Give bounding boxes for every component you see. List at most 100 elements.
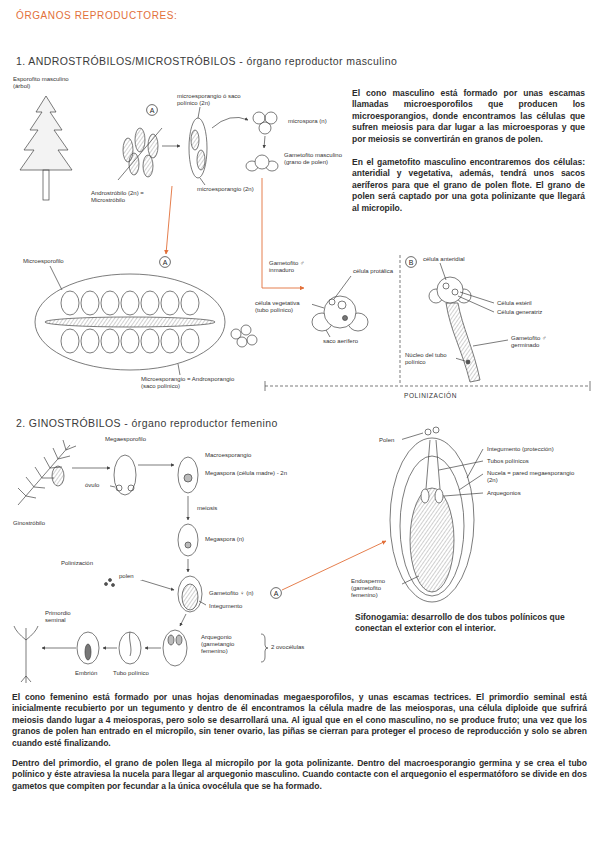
part-label: Macroesporangio: [204, 452, 276, 459]
female-illustration: [119, 632, 141, 664]
female-illustration: [188, 559, 189, 572]
body-paragraph: Dentro del primordio, el grano de polen …: [12, 758, 587, 792]
male-illustration: [43, 170, 49, 200]
section-heading: 1. ANDROSTRÓBILOS/MICROSTRÓBILOS - órgan…: [16, 55, 397, 67]
part-label: Arquegonio (gametangio femenino): [200, 634, 260, 655]
female-illustration: [14, 427, 483, 683]
male-illustration: [458, 296, 494, 312]
female-illustration: [400, 433, 423, 440]
male-illustration: [264, 136, 265, 148]
male-illustration: [446, 303, 480, 382]
part-label: Embrión: [74, 670, 106, 677]
callout-letter: A: [270, 590, 282, 597]
male-illustration: [197, 150, 205, 170]
male-illustration: [143, 155, 153, 177]
female-illustration: [459, 474, 483, 490]
male-illustration: [135, 128, 145, 152]
male-illustration: [334, 276, 351, 299]
circle-outline: [147, 105, 158, 116]
male-illustration: [141, 291, 159, 315]
male-illustration: [329, 299, 335, 305]
part-label: polen: [118, 573, 142, 580]
callout-letter: B: [405, 259, 417, 266]
female-illustration: [199, 601, 206, 605]
male-illustration: [324, 296, 356, 328]
female-illustration: [426, 440, 440, 489]
female-illustration: [400, 576, 419, 585]
male-illustration: [161, 291, 179, 315]
male-illustration: [101, 291, 119, 315]
part-label: Integumento (protección): [486, 446, 580, 453]
female-illustration: [182, 584, 198, 610]
male-illustration: [400, 255, 401, 384]
male-illustration: [81, 291, 99, 315]
male-illustration: [265, 381, 590, 391]
male-illustration: [118, 128, 162, 180]
female-illustration: [128, 485, 134, 491]
female-illustration: [145, 648, 161, 649]
male-illustration: [311, 304, 324, 308]
male-illustration: [443, 283, 449, 289]
part-label: saco aerífero: [322, 338, 374, 345]
male-illustration: [162, 146, 180, 147]
female-illustration: [42, 648, 76, 649]
male-illustration: [35, 274, 225, 370]
female-illustration: [114, 455, 136, 495]
part-label: Microesporangio = Androsporangio (saco p…: [140, 376, 242, 390]
male-illustration: [181, 329, 199, 353]
female-illustration: [188, 496, 189, 520]
part-label: microesporangio (2n): [196, 186, 258, 193]
body-paragraph: El cono masculino está formado por unas …: [352, 88, 585, 145]
male-illustration: [129, 153, 139, 175]
male-illustration: [141, 329, 159, 353]
body-paragraph: El cono femenino está formado por unas h…: [12, 692, 587, 749]
male-illustration: [326, 330, 330, 337]
female-illustration: [444, 493, 483, 496]
orange-arrow: [166, 186, 172, 254]
female-illustration: [185, 542, 191, 548]
female-illustration: [85, 644, 91, 660]
male-illustration: [460, 292, 494, 303]
male-illustration: [455, 358, 465, 361]
body-paragraph: En el gametofito masculino encontraremos…: [352, 157, 585, 214]
female-illustration: [116, 485, 122, 491]
page-title: ÓRGANOS REPRODUCTORES:: [16, 10, 177, 21]
female-illustration: [176, 635, 182, 645]
female-illustration: [109, 579, 112, 582]
circle-outline: [406, 257, 417, 268]
part-label: célula anteridial: [422, 256, 494, 263]
female-illustration: [390, 438, 474, 602]
female-illustration: [14, 626, 38, 683]
part-label: Arquegonios: [486, 490, 580, 497]
part-label: Tubo polínico: [112, 670, 164, 677]
female-illustration: [261, 634, 268, 662]
callout-letter: A: [146, 107, 158, 114]
callout-circle: A: [146, 104, 158, 116]
part-label: meiosis: [196, 505, 233, 512]
part-label: célula vegetativa (tubo polínico): [254, 300, 312, 314]
female-illustration: [435, 489, 443, 503]
male-illustration: [198, 107, 200, 118]
part-label: Integumento: [208, 603, 254, 610]
part-label: Ginostróbilo: [12, 520, 64, 527]
female-illustration: [130, 632, 131, 656]
part-label: Microesporofilo: [22, 258, 86, 265]
part-label: microspora (n): [287, 118, 341, 125]
male-illustration: [45, 317, 215, 327]
part-label: Megaspora (n): [204, 536, 261, 543]
male-illustration: [81, 329, 99, 353]
side-note: Sifonogamia: desarrollo de dos tubos pol…: [355, 612, 585, 635]
male-illustration: [237, 337, 247, 347]
male-illustration: [265, 386, 590, 387]
female-illustration: [112, 584, 115, 587]
male-illustration: [241, 325, 251, 335]
male-illustration: [181, 291, 199, 315]
callout-letter: A: [159, 259, 171, 266]
part-label: Gametofito ♂ inmaduro: [268, 260, 332, 274]
part-label: Endospermo (gametofito femenino): [350, 578, 402, 599]
female-illustration: [178, 457, 198, 493]
circle-outline: [160, 257, 171, 268]
callout-circle: B: [405, 256, 417, 268]
male-illustration: [121, 329, 139, 353]
